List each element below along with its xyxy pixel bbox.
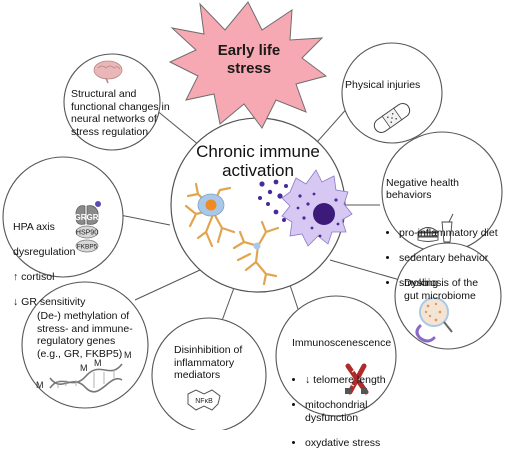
nfkb-label: NFκB — [195, 398, 213, 405]
circle-disinhibition — [151, 317, 267, 430]
diagram-canvas: GR GR HSP90 FKBP5 M M M M NFκB — [2, 1, 503, 430]
cytokine-dots — [258, 179, 340, 238]
health-title: Negative health behaviors — [386, 176, 459, 202]
receptor-complex-icon — [75, 201, 101, 253]
fast-food-icon — [416, 213, 454, 243]
circle-injuries — [341, 42, 443, 144]
hpa-line1: HPA axis — [13, 220, 55, 233]
chromosome-icon — [345, 363, 369, 395]
circle-immuno — [275, 295, 397, 417]
immune-cell-nucleus — [205, 199, 217, 211]
circle-neural — [63, 53, 161, 151]
hsp90-label: HSP90 — [76, 230, 98, 237]
nfkb-icon — [187, 389, 221, 411]
stress-starburst — [168, 1, 328, 129]
microglia-cell-bottom — [232, 220, 280, 286]
disinhibition-label: Disinhibition of inflammatory mediators — [174, 344, 243, 381]
immuno-label: Immunoscenescence ↓ telomere length mito… — [292, 324, 402, 474]
methylation-label: (De-) methylation of stress- and immune-… — [37, 310, 133, 360]
microglia-cell-left — [184, 182, 236, 248]
center-title: Chronic immune activation — [185, 142, 331, 180]
health-item: smoking — [399, 277, 506, 290]
gut-label: Dysbiosis of the gut microbiome — [404, 277, 479, 302]
gr-label-2: GR — [87, 213, 99, 222]
immuno-item: mitochondrial dysfunction — [305, 399, 402, 424]
center-title-line1: Chronic immune — [196, 142, 320, 161]
neural-label: Structural and functional changes in neu… — [71, 88, 170, 138]
injuries-label: Physical injuries — [345, 79, 421, 91]
hpa-line2: dysregulation — [13, 245, 76, 258]
immuno-item: oxydative stress — [305, 437, 402, 450]
hpa-line4: ↓ GR sensitivity — [13, 295, 86, 308]
connector-hpa — [119, 214, 171, 226]
immuno-item: ↓ telomere length — [305, 374, 402, 387]
connector-gut — [329, 259, 401, 281]
dna-icon — [49, 363, 123, 393]
stress-title-line1: Early life — [217, 42, 281, 59]
immuno-title: Immunoscenescence — [292, 336, 392, 349]
macrophage-nucleus — [313, 203, 335, 225]
gut-icon — [415, 297, 453, 343]
immuno-list: ↓ telomere length mitochondrial dysfunct… — [292, 362, 402, 462]
stress-title-line2: stress — [226, 60, 272, 77]
health-item: sedentary behavior — [399, 252, 506, 265]
methyl-mark-3: M — [94, 358, 102, 368]
circle-gut — [394, 242, 502, 350]
hpa-label: HPA axis dysregulation ↑ cortisol ↓ GR s… — [13, 208, 93, 321]
health-label: Negative health behaviors pro-inflammato… — [386, 164, 506, 314]
methyl-mark-4: M — [124, 350, 132, 360]
methyl-mark-2: M — [80, 363, 88, 373]
hpa-line3: ↑ cortisol — [13, 270, 55, 283]
stress-title: Early life stress — [196, 42, 302, 78]
brain-icon — [93, 60, 123, 84]
gr-label-1: GR — [75, 213, 87, 222]
fkbp5-label: FKBP5 — [77, 244, 98, 251]
connector-methylation — [134, 269, 201, 301]
bandage-icon — [373, 103, 411, 133]
center-title-line2: activation — [222, 161, 294, 180]
health-item: pro-inflammatory diet — [399, 227, 506, 240]
health-list: pro-inflammatory diet sedentary behavior… — [386, 214, 506, 302]
microglia-nucleus — [253, 242, 261, 250]
circle-methylation — [21, 281, 149, 409]
methyl-mark-1: M — [36, 380, 44, 390]
